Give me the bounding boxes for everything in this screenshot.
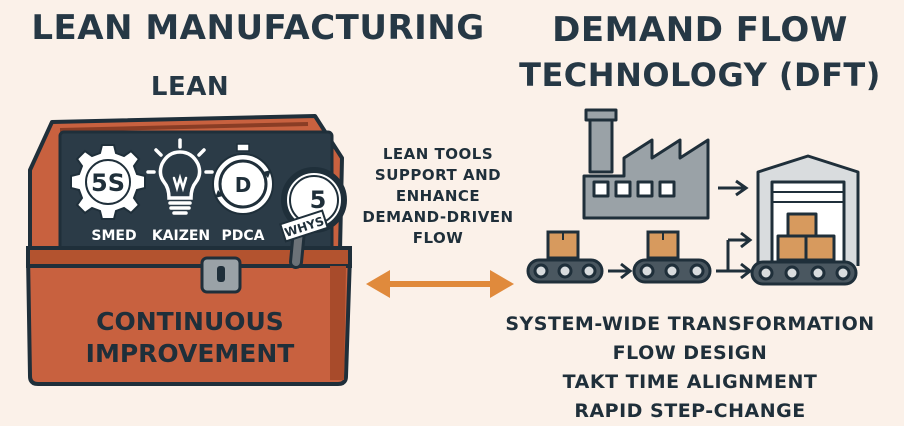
tool-label-smed: SMED bbox=[91, 228, 136, 244]
toolbox-label-line1: CONTINUOUS bbox=[96, 307, 284, 336]
dft-list-item: SYSTEM-WIDE TRANSFORMATION bbox=[505, 313, 875, 335]
double-arrow-icon bbox=[366, 270, 514, 298]
tool-label-kaizen: KAIZEN bbox=[152, 228, 210, 244]
factory-icon bbox=[582, 108, 710, 220]
toolbox-label-line2: IMPROVEMENT bbox=[86, 339, 295, 368]
branch-arrow-icon bbox=[716, 231, 753, 280]
magnifier-number: 5 bbox=[310, 186, 327, 214]
right-title-line2: TECHNOLOGY (DFT) bbox=[519, 56, 881, 94]
box-icon bbox=[804, 234, 836, 262]
tool-label-pdca: PDCA bbox=[222, 228, 265, 244]
dft-list-item: FLOW DESIGN bbox=[612, 342, 768, 364]
left-title: LEAN MANUFACTURING bbox=[31, 8, 485, 48]
svg-text:D: D bbox=[235, 173, 252, 197]
magnifier-icon: 5 WHYS bbox=[279, 167, 347, 269]
warehouse-icon bbox=[756, 154, 860, 268]
right-title-line1: DEMAND FLOW bbox=[552, 10, 848, 50]
gear-icon: 5S bbox=[70, 144, 146, 220]
center-caption: LEAN TOOLS SUPPORT AND ENHANCE DEMAND-DR… bbox=[350, 144, 526, 249]
dft-list-item: RAPID STEP-CHANGE bbox=[574, 400, 806, 422]
box-icon bbox=[776, 234, 808, 262]
conveyor-icon bbox=[526, 230, 604, 284]
dft-list-item: TAKT TIME ALIGNMENT bbox=[562, 371, 818, 393]
lean-label: LEAN bbox=[150, 72, 230, 102]
center-line: ENHANCE bbox=[395, 187, 481, 205]
dft-list: SYSTEM-WIDE TRANSFORMATION FLOW DESIGN T… bbox=[500, 310, 880, 426]
arrow-icon bbox=[718, 179, 749, 197]
toolbox-body bbox=[26, 254, 352, 386]
stopwatch-icon: D bbox=[212, 143, 274, 215]
center-line: SUPPORT AND bbox=[374, 166, 502, 184]
conveyor-icon bbox=[632, 230, 712, 284]
center-line: LEAN TOOLS bbox=[382, 145, 494, 163]
box-icon bbox=[786, 212, 818, 238]
conveyor-icon bbox=[750, 260, 858, 286]
arrow-icon bbox=[608, 262, 633, 280]
lightbulb-icon bbox=[146, 138, 214, 215]
center-line: FLOW bbox=[412, 229, 464, 247]
gear-icon-text: 5S bbox=[91, 169, 125, 197]
center-line: DEMAND-DRIVEN bbox=[362, 208, 514, 226]
